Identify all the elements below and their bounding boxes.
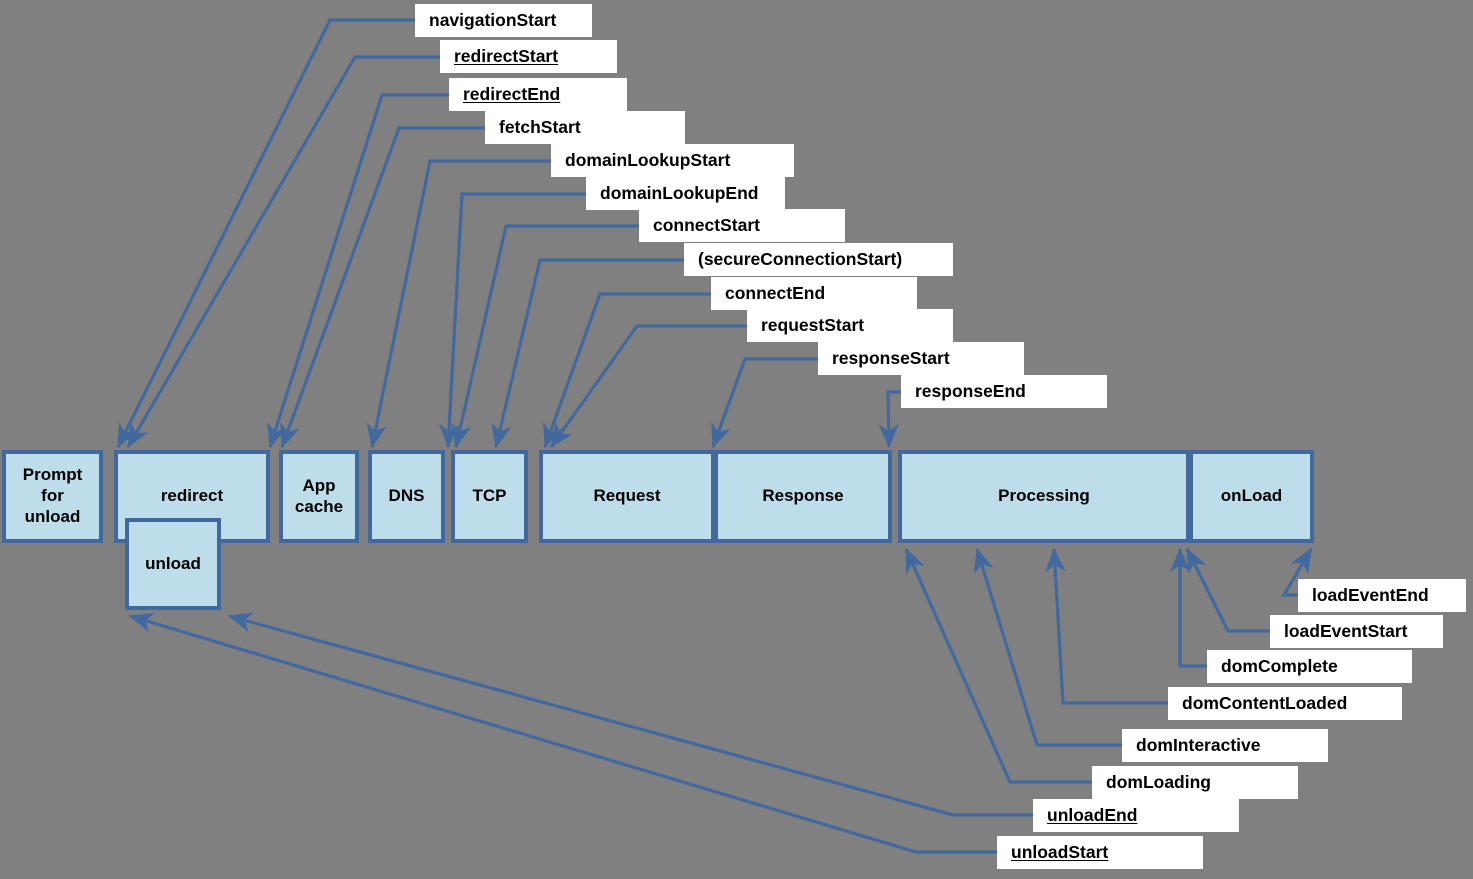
event-label-text: domainLookupEnd xyxy=(600,183,759,203)
event-label-text: loadEventStart xyxy=(1284,621,1408,641)
event-label-domContentLoaded[interactable]: domContentLoaded xyxy=(1168,687,1402,720)
event-label-loadEventEnd[interactable]: loadEventEnd xyxy=(1298,579,1466,612)
event-label-text: connectEnd xyxy=(725,283,826,303)
wire-secureConnectionStart xyxy=(491,258,684,449)
event-label-text: loadEventEnd xyxy=(1312,585,1429,605)
event-label-domComplete[interactable]: domComplete xyxy=(1207,650,1412,683)
phase-label: redirect xyxy=(160,486,224,506)
wire-unloadEnd xyxy=(227,612,1033,817)
wire-navigationStart xyxy=(116,18,415,449)
phase-processing[interactable]: Processing xyxy=(898,450,1190,543)
event-label-text: connectStart xyxy=(653,215,760,235)
phase-label: TCP xyxy=(472,486,507,506)
event-label-loadEventStart[interactable]: loadEventStart xyxy=(1270,615,1443,648)
event-label-responseEnd[interactable]: responseEnd xyxy=(901,375,1107,408)
wire-domLoading xyxy=(904,547,1092,784)
event-label-text: responseEnd xyxy=(915,381,1026,401)
wire-loadEventStart xyxy=(1185,547,1270,633)
wire-requestStart xyxy=(549,324,747,449)
phase-label: DNS xyxy=(388,486,425,506)
event-label-text: domInteractive xyxy=(1136,735,1261,755)
event-label-text: domComplete xyxy=(1221,656,1338,676)
event-label-responseStart[interactable]: responseStart xyxy=(818,342,1024,375)
wire-domComplete xyxy=(1169,547,1207,668)
wire-unloadStart xyxy=(128,612,997,854)
event-label-text: unloadStart xyxy=(1011,842,1109,862)
event-label-text: domainLookupStart xyxy=(565,150,731,170)
wire-domContentLoaded xyxy=(1045,547,1168,705)
event-label-navigationStart[interactable]: navigationStart xyxy=(415,4,592,37)
event-label-domLoading[interactable]: domLoading xyxy=(1092,766,1298,799)
phase-label: Request xyxy=(593,486,661,506)
event-label-unloadStart[interactable]: unloadStart xyxy=(997,836,1203,869)
wire-domainLookupEnd xyxy=(439,192,586,449)
event-label-connectStart[interactable]: connectStart xyxy=(639,209,845,242)
wire-redirectEnd xyxy=(267,93,449,449)
event-label-fetchStart[interactable]: fetchStart xyxy=(485,111,685,144)
event-label-text: redirectEnd xyxy=(463,84,561,104)
event-label-text: responseStart xyxy=(832,348,950,368)
event-label-text: unloadEnd xyxy=(1047,805,1138,825)
event-label-domainLookupEnd[interactable]: domainLookupEnd xyxy=(586,177,785,210)
event-label-connectEnd[interactable]: connectEnd xyxy=(711,277,917,310)
wire-domainLookupStart xyxy=(366,159,551,449)
event-label-redirectStart[interactable]: redirectStart xyxy=(440,40,617,73)
wire-domInteractive xyxy=(973,547,1122,747)
wire-responseEnd xyxy=(878,390,901,449)
wire-redirectStart xyxy=(126,55,440,449)
phase-onload[interactable]: onLoad xyxy=(1189,450,1314,543)
event-label-text: redirectStart xyxy=(454,46,559,66)
event-label-text: (secureConnectionStart) xyxy=(698,249,903,269)
wire-fetchStart xyxy=(280,126,485,449)
event-label-text: domLoading xyxy=(1106,772,1211,792)
phase-label: onLoad xyxy=(1220,486,1283,506)
phase-response[interactable]: Response xyxy=(714,450,892,543)
wire-connectEnd xyxy=(543,292,711,449)
wire-connectStart xyxy=(451,224,639,449)
phase-label: Response xyxy=(762,486,844,506)
event-label-secureConnectionStart[interactable]: (secureConnectionStart) xyxy=(684,243,953,276)
phase-request[interactable]: Request xyxy=(539,450,715,543)
phase-label: Processing xyxy=(998,486,1090,506)
phase-tcp[interactable]: TCP xyxy=(451,450,528,543)
phase-unload[interactable]: unload xyxy=(125,518,221,610)
event-label-domInteractive[interactable]: domInteractive xyxy=(1122,729,1328,762)
phase-label: unload xyxy=(145,553,201,573)
event-label-domainLookupStart[interactable]: domainLookupStart xyxy=(551,144,794,177)
event-label-requestStart[interactable]: requestStart xyxy=(747,309,953,342)
phase-dns[interactable]: DNS xyxy=(368,450,445,543)
event-label-text: fetchStart xyxy=(499,117,581,137)
event-label-text: domContentLoaded xyxy=(1182,693,1348,713)
event-label-unloadEnd[interactable]: unloadEnd xyxy=(1033,799,1239,832)
wire-responseStart xyxy=(711,357,818,449)
event-label-redirectEnd[interactable]: redirectEnd xyxy=(449,78,627,111)
event-label-text: navigationStart xyxy=(429,10,557,30)
event-label-text: requestStart xyxy=(761,315,865,335)
